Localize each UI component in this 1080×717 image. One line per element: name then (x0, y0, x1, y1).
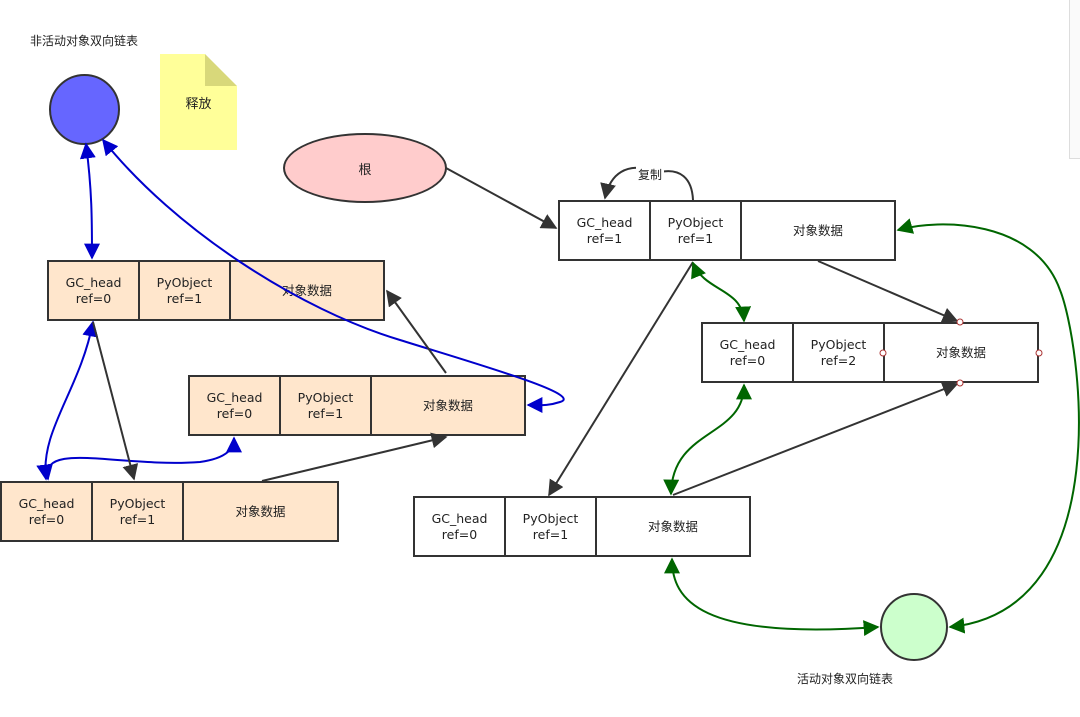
object-d-to-object-f-arrow (548, 261, 694, 497)
blue-link-c-b (37, 436, 242, 481)
port-left (879, 349, 887, 357)
green-link-d-e (691, 261, 752, 323)
copy-label-bg (636, 166, 664, 182)
object-d-to-object-e-arrow (817, 260, 959, 323)
port-right (1035, 349, 1043, 357)
green-link-e-f (663, 383, 752, 496)
active-list-title: 活动对象双向链表 (797, 672, 894, 686)
object-data-cell: 对象数据 (792, 222, 843, 238)
object-f-to-object-e-arrow (672, 381, 959, 496)
object-data-cell: 对象数据 (647, 518, 698, 534)
release-note-text: 释放 (185, 96, 212, 112)
copy-label: 复制 (638, 168, 662, 182)
note-fold-icon (205, 54, 237, 86)
object-data-cell: 对象数据 (235, 503, 286, 519)
scrollbar-edge[interactable] (1069, 0, 1080, 159)
root-to-object-d-arrow (445, 167, 558, 229)
object-c-to-object-b-arrow (261, 432, 448, 482)
port-bottom (956, 379, 964, 387)
inactive-list-title: 非活动对象双向链表 (30, 34, 139, 48)
blue-link-head-b (101, 138, 565, 414)
port-top (956, 318, 964, 326)
object-a-to-object-c-arrow (92, 321, 139, 481)
green-link-head-d (896, 218, 1080, 634)
inactive-list-head-node[interactable] (49, 74, 120, 145)
green-link-f-head (664, 557, 880, 637)
blue-link-head-a (79, 142, 100, 260)
blue-link-a-c (36, 320, 99, 481)
object-b-to-object-a-arrow (386, 289, 447, 374)
release-note[interactable]: 释放 (160, 54, 237, 150)
